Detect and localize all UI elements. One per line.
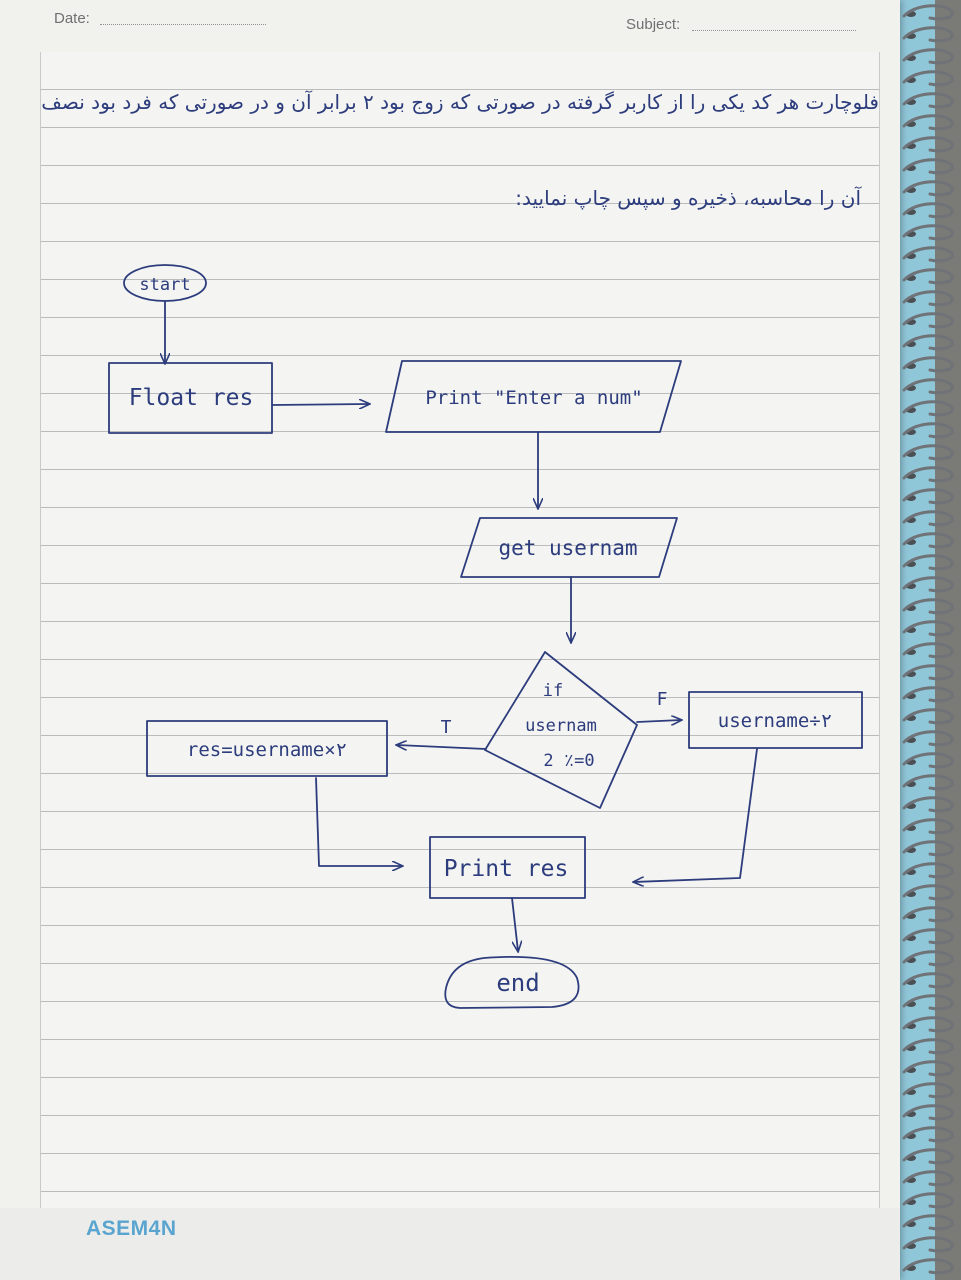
arrow-true-output — [315, 777, 402, 866]
decision-line-1: if — [543, 681, 563, 701]
output-label: Print res — [444, 856, 569, 882]
subject-line — [692, 30, 856, 31]
decision-line-2: usernam — [525, 716, 597, 736]
page-footer — [0, 1208, 900, 1280]
question-line-1: فلوچارت هر کد یکی را از کاربر گرفته در ص… — [41, 90, 879, 114]
arrow-declare-print — [271, 404, 369, 405]
print-prompt-box — [385, 360, 682, 433]
print-prompt-label: Print "Enter a num" — [425, 387, 642, 409]
date-label: Date: — [54, 10, 90, 27]
input-box — [460, 517, 678, 578]
end-label: end — [496, 969, 539, 997]
end-terminal — [444, 955, 580, 1009]
date-line — [100, 24, 266, 25]
arrow-false-output — [634, 748, 758, 882]
start-label: start — [139, 275, 190, 295]
true-process-label: res=username×۲ — [187, 739, 347, 761]
decision-diamond — [484, 651, 638, 809]
output-box — [429, 836, 586, 899]
false-process-label: username÷۲ — [718, 710, 832, 732]
false-branch-label: F — [657, 689, 668, 710]
arrow-output-end — [511, 897, 518, 951]
input-label: get usernam — [498, 536, 637, 560]
question-line-2: آن را محاسبه، ذخیره و سپس چاپ نمایید: — [515, 186, 861, 210]
arrow-decision-true — [397, 745, 487, 749]
subject-label: Subject: — [626, 16, 681, 33]
declare-label: Float res — [129, 385, 254, 411]
decision-line-3: 2 ٪=0 — [543, 751, 594, 771]
notebook-page — [0, 0, 900, 1280]
declare-box — [108, 362, 273, 434]
brand-logo: ASEM4N — [86, 1217, 177, 1240]
false-process-box — [688, 691, 863, 749]
arrow-decision-false — [636, 720, 681, 722]
true-branch-label: T — [441, 717, 452, 738]
true-process-box — [146, 720, 388, 777]
ruled-area — [40, 52, 880, 1208]
